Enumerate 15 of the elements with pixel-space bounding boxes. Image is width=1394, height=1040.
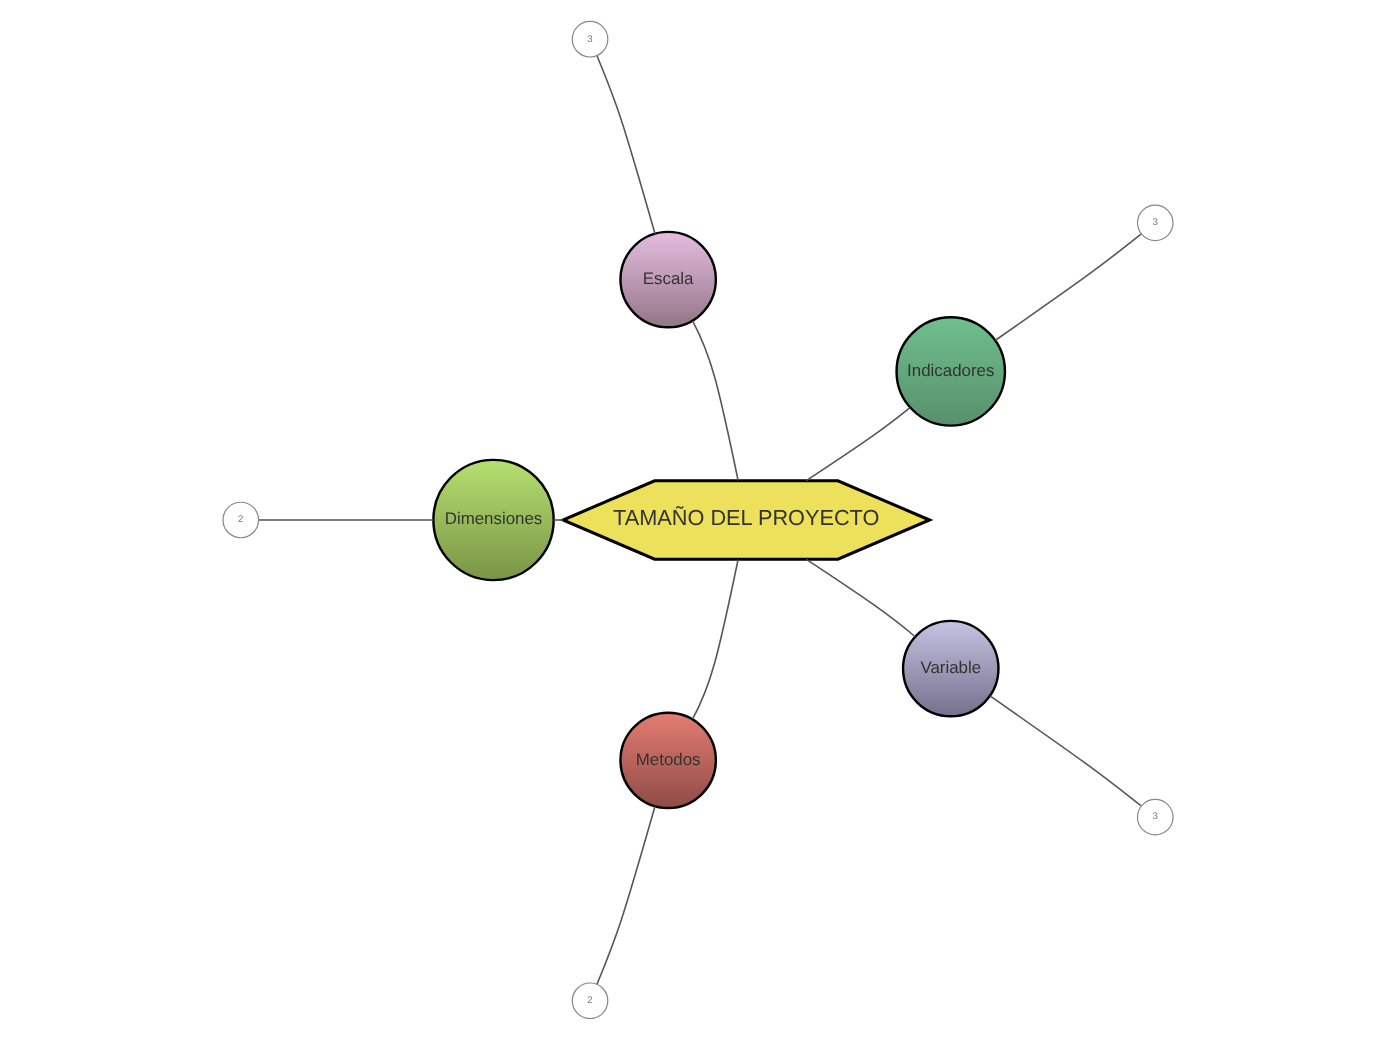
node-circle: Escala	[618, 230, 717, 329]
connector	[690, 558, 738, 720]
connector	[988, 695, 1141, 807]
connector	[804, 406, 910, 482]
connector	[595, 55, 655, 235]
node-circle: Metodos	[618, 711, 717, 810]
connector	[804, 558, 915, 638]
node-circle: Variable	[900, 619, 999, 718]
connector	[690, 320, 738, 482]
connector	[993, 233, 1141, 342]
connector	[257, 519, 434, 521]
node-circle: Dimensiones	[431, 458, 554, 582]
connector	[595, 805, 655, 985]
connector	[551, 519, 563, 521]
node-circle: Indicadores	[894, 316, 1006, 427]
